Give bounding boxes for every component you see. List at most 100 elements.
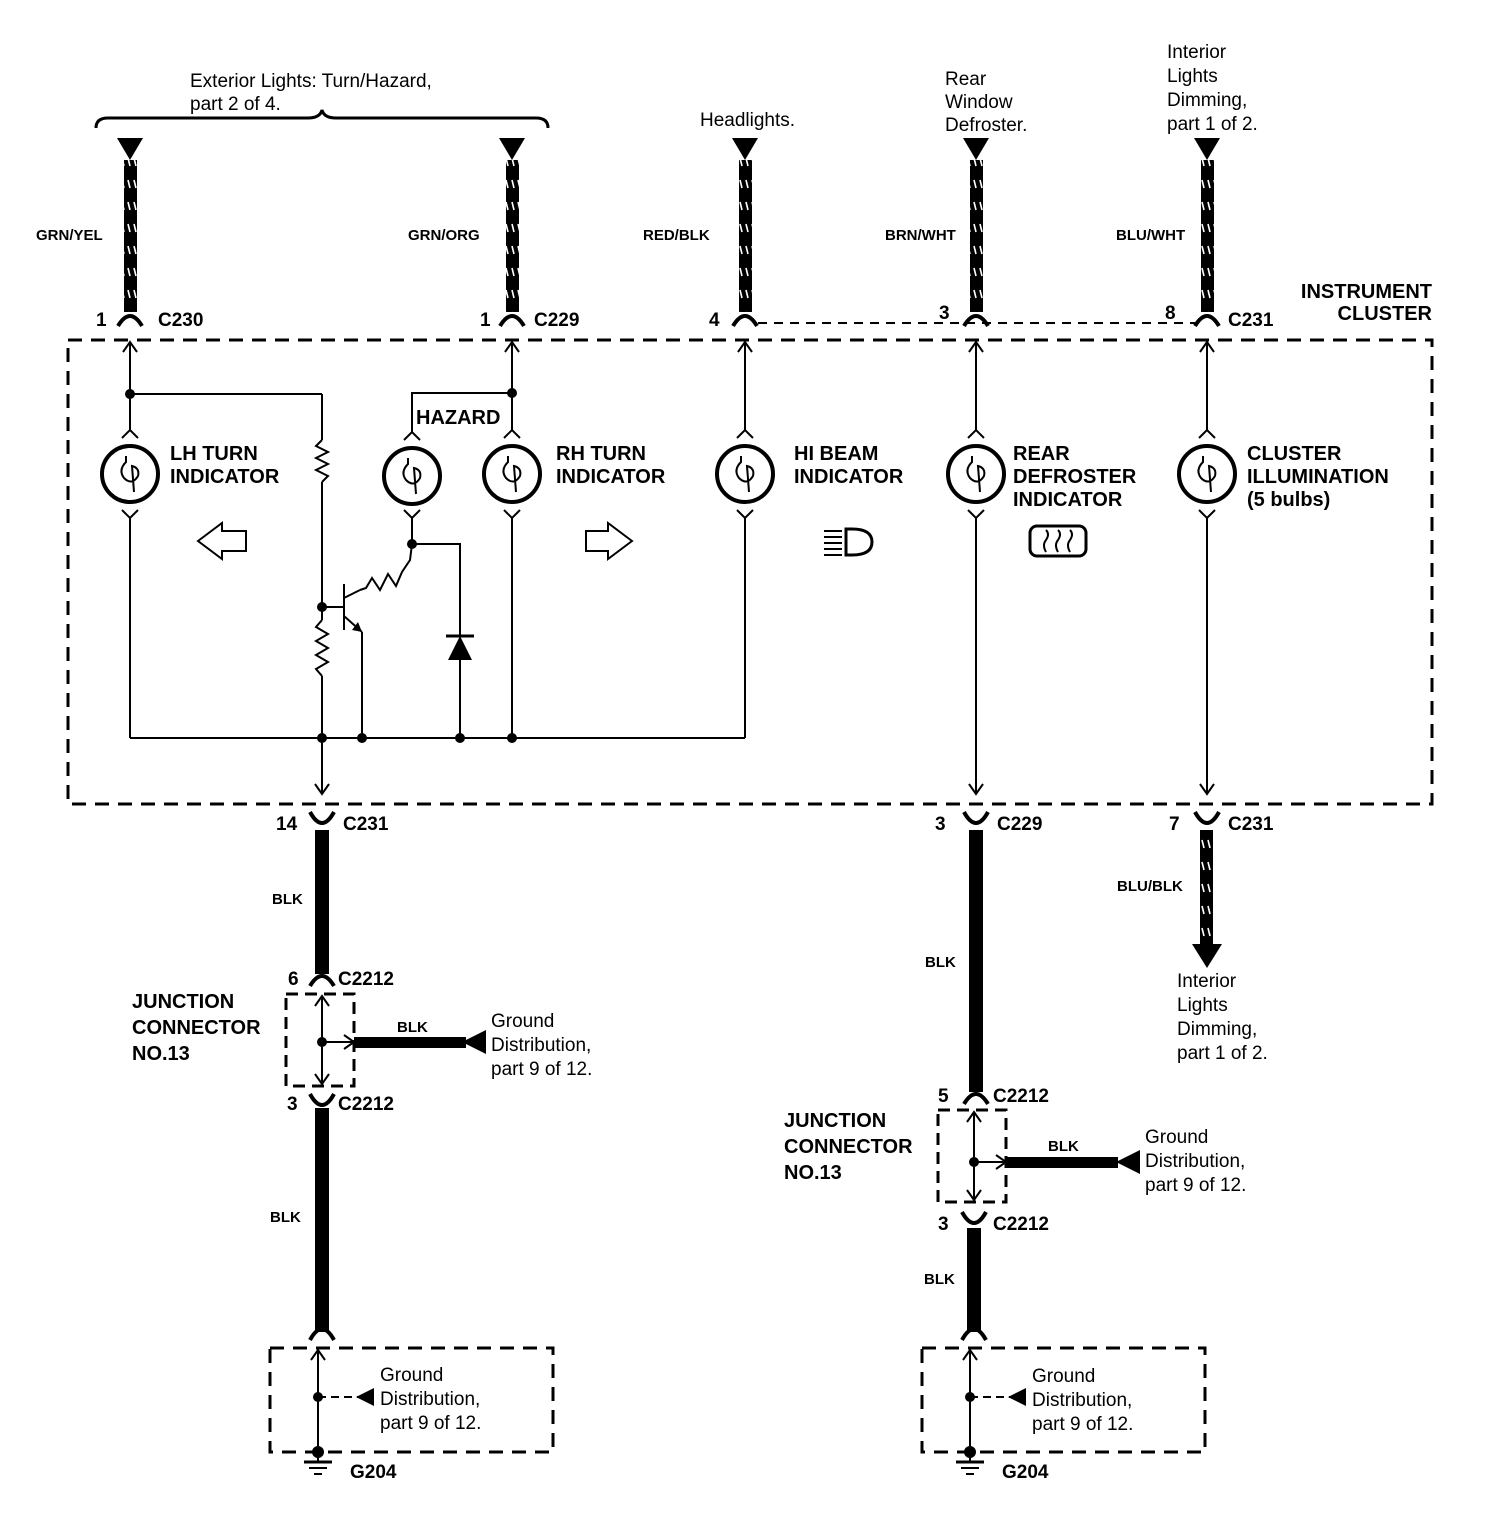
- interior-lights-bottom-line2: Lights: [1177, 995, 1228, 1016]
- rh-turn-label-line2: INDICATOR: [556, 466, 666, 488]
- pin-c229-3: 3: [935, 814, 946, 835]
- wire-grn-org: [506, 160, 519, 312]
- ground-ref-arrow-icon: [356, 1388, 374, 1406]
- ground-box-left: [268, 1346, 555, 1454]
- top-connector-caps: [116, 314, 1221, 328]
- pin-entry-arrows: [122, 340, 1215, 796]
- arrowhead-icon: [499, 138, 525, 160]
- junction-dot: [969, 1157, 979, 1167]
- arrowhead-icon: [963, 138, 989, 160]
- wire-label-blk-mid-junction: BLK: [1048, 1138, 1079, 1155]
- wire-blu-wht: [1201, 160, 1214, 312]
- rear-window-ref-line2: Window: [945, 92, 1013, 113]
- connector-c231-bottom-right: C231: [1228, 814, 1274, 835]
- cluster-illumination-label-line1: CLUSTER: [1247, 443, 1342, 465]
- c2212-mid-top-cap: [962, 1092, 990, 1106]
- diode-icon: [446, 634, 474, 660]
- exterior-lights-ref-line2: part 2 of 4.: [190, 94, 281, 115]
- cluster-internal-wiring: [129, 342, 1208, 794]
- ground-ref-arrow-icon: [462, 1030, 486, 1054]
- ground-box-mid-line3: part 9 of 12.: [1032, 1414, 1133, 1435]
- pin-c231-8: 8: [1165, 303, 1176, 324]
- interior-lights-ref-line4: part 1 of 2.: [1167, 114, 1258, 135]
- rear-defroster-label-line2: DEFROSTER: [1013, 466, 1137, 488]
- wire-blk-mid-upper: [969, 830, 983, 1092]
- c2212-left-bottom-cap: [308, 1092, 336, 1107]
- wire-grn-yel: [124, 160, 137, 312]
- connector-c229-bottom: C229: [997, 814, 1042, 835]
- interior-lights-bottom-line4: part 1 of 2.: [1177, 1043, 1268, 1064]
- resistor-icon: [313, 439, 331, 483]
- c2212-left-top-cap: [308, 974, 336, 988]
- hazard-label: HAZARD: [416, 407, 500, 429]
- interior-lights-bottom-line3: Dimming,: [1177, 1019, 1257, 1040]
- wire-blk-mid-lower: [967, 1228, 981, 1332]
- wire-blu-blk: [1200, 830, 1213, 946]
- junction-left-label-line2: CONNECTOR: [132, 1017, 261, 1039]
- top-wires: [124, 160, 1214, 312]
- arrowhead-icon: [117, 138, 143, 160]
- arrowhead-icon: [732, 138, 758, 160]
- lamp-rear-defroster: [946, 428, 1006, 520]
- cluster-title-line1: INSTRUMENT: [1301, 281, 1432, 303]
- wire-label-blu-blk: BLU/BLK: [1117, 878, 1183, 895]
- ground-box-left-line3: part 9 of 12.: [380, 1413, 481, 1434]
- lh-turn-label-line2: INDICATOR: [170, 466, 280, 488]
- interior-lights-bottom-line1: Interior: [1177, 971, 1237, 992]
- lamp-hi-beam: [715, 428, 775, 520]
- interior-lights-ref-line2: Lights: [1167, 66, 1218, 87]
- ground-ref-arrow-icon: [1116, 1150, 1140, 1174]
- ground-dist-mid-line1: Ground: [1145, 1127, 1208, 1148]
- junction-left-label-line3: NO.13: [132, 1043, 190, 1065]
- wire-label-brn-wht: BRN/WHT: [885, 227, 956, 244]
- rear-defroster-label-line3: INDICATOR: [1013, 489, 1123, 511]
- wire-red-blk: [739, 160, 752, 312]
- g204-left-cap: [308, 1327, 336, 1342]
- arrowhead-icon: [1194, 138, 1220, 160]
- high-beam-icon: [824, 527, 874, 557]
- ground-box-mid: [920, 1346, 1207, 1454]
- junction-connector-mid-wiring: [966, 1110, 1008, 1202]
- ground-g204-mid: G204: [1002, 1462, 1049, 1483]
- pin-c2212-left-3: 3: [287, 1094, 298, 1115]
- ground-dist-mid-line2: Distribution,: [1145, 1151, 1245, 1172]
- connector-c231-top: C231: [1228, 310, 1274, 331]
- pin-c2212-left-6: 6: [288, 969, 299, 990]
- junction-left-label-line1: JUNCTION: [132, 991, 234, 1013]
- wire-blk-left-lower: [315, 1108, 329, 1332]
- ground-dist-left-line3: part 9 of 12.: [491, 1059, 592, 1080]
- pin-c231-14: 14: [276, 814, 298, 835]
- wire-blk-left-upper: [315, 830, 329, 974]
- wire-label-blk-mid-lower: BLK: [924, 1271, 955, 1288]
- instrument-cluster-box: [66, 338, 1434, 806]
- left-arrow-icon: [196, 521, 247, 561]
- rear-defroster-icon: [1028, 524, 1088, 558]
- junction-connector-mid-box: [936, 1108, 1008, 1204]
- pin-c231-7: 7: [1169, 814, 1180, 835]
- pin-c230-1: 1: [96, 310, 107, 331]
- connector-c231-bottom-left: C231: [343, 814, 389, 835]
- connector-c230: C230: [158, 310, 203, 331]
- wire-label-blk-left-lower: BLK: [270, 1209, 301, 1226]
- rear-defroster-label-line1: REAR: [1013, 443, 1070, 465]
- cluster-illumination-label-line3: (5 bulbs): [1247, 489, 1330, 511]
- pin-c231-3: 3: [939, 303, 950, 324]
- junction-dot: [317, 1037, 327, 1047]
- connector-c2212-mid-bottom: C2212: [993, 1214, 1049, 1235]
- wire-label-grn-org: GRN/ORG: [408, 227, 480, 244]
- wire-label-blk-mid-upper: BLK: [925, 954, 956, 971]
- ground-g204-left: G204: [350, 1462, 397, 1483]
- hi-beam-label-line2: INDICATOR: [794, 466, 904, 488]
- wire-blk-mid-junction: [1006, 1157, 1118, 1168]
- pin-c2212-mid-3: 3: [938, 1214, 949, 1235]
- cluster-title-line2: CLUSTER: [1338, 303, 1433, 325]
- exterior-lights-ref-line1: Exterior Lights: Turn/Hazard,: [190, 71, 432, 92]
- interior-lights-ref-line1: Interior: [1167, 42, 1227, 63]
- wire-label-blk-left-junction: BLK: [397, 1019, 428, 1036]
- ground-box-left-line2: Distribution,: [380, 1389, 480, 1410]
- connector-c2212-mid-top: C2212: [993, 1086, 1049, 1107]
- junction-mid-label-line1: JUNCTION: [784, 1110, 886, 1132]
- hi-beam-label-line1: HI BEAM: [794, 443, 878, 465]
- connector-c2212-left-bottom: C2212: [338, 1094, 394, 1115]
- pin-c2212-mid-5: 5: [938, 1086, 949, 1107]
